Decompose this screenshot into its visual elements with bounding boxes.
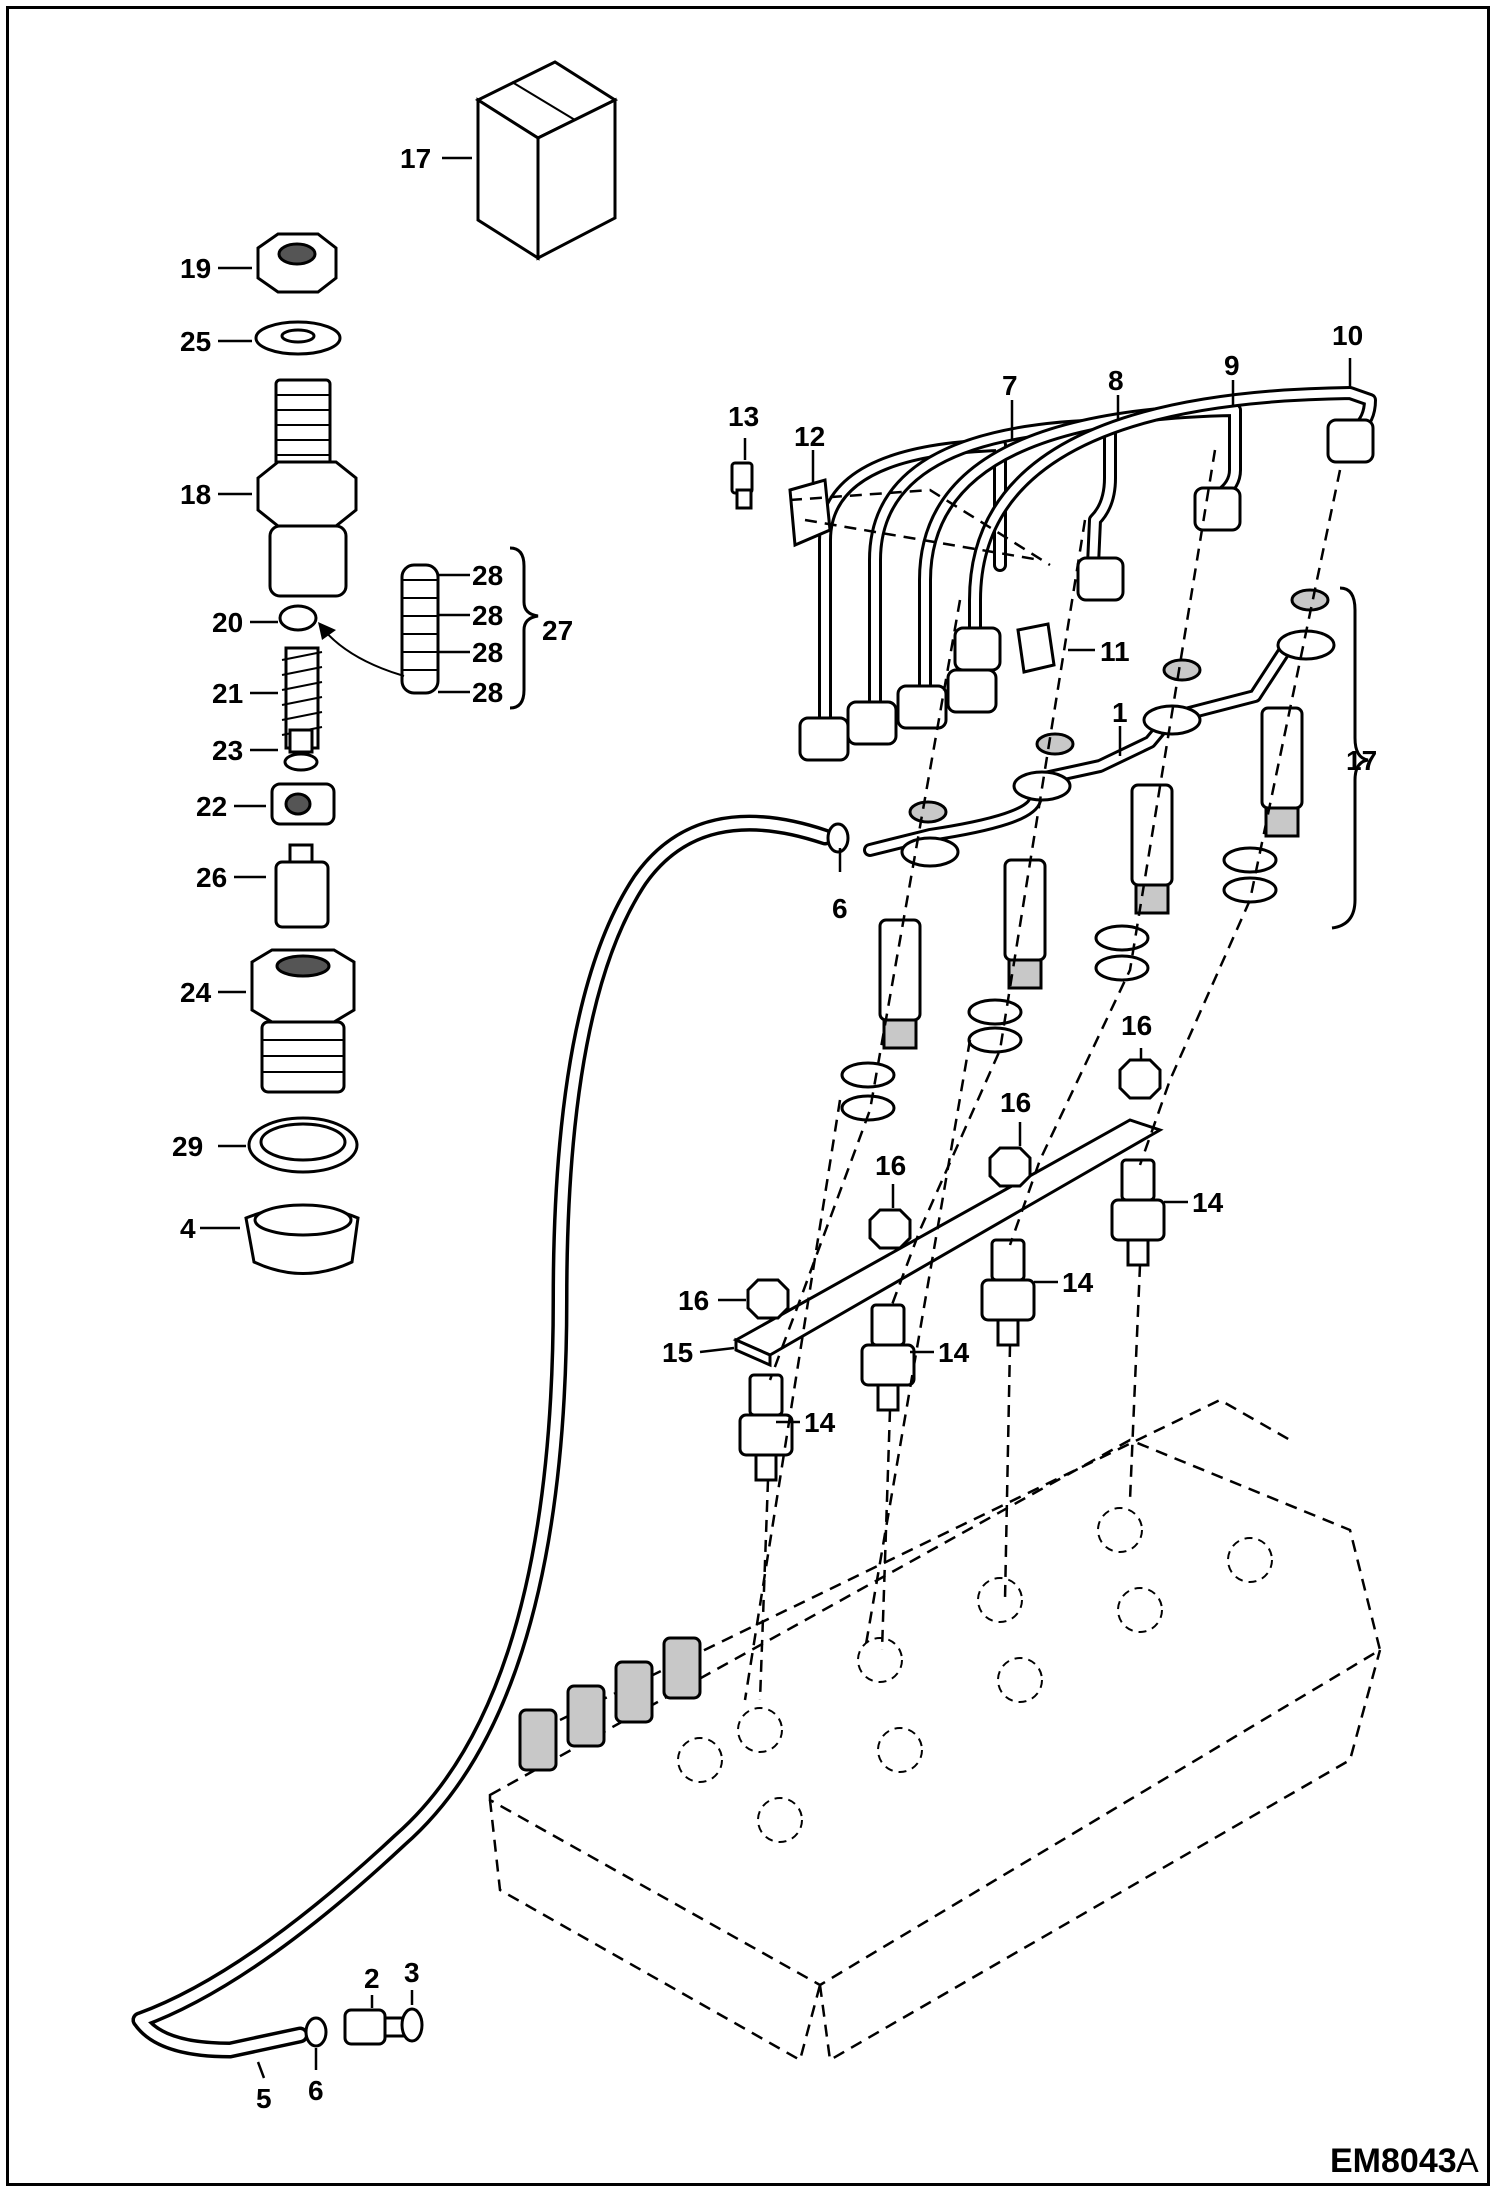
- callout-25: 25: [180, 326, 211, 357]
- callout-3: 3: [404, 1957, 420, 1988]
- callout-17-injectors: 17: [1346, 745, 1377, 776]
- assembly-lines: [743, 449, 1342, 1701]
- callout-10: 10: [1332, 320, 1363, 351]
- callout-16-c: 16: [1000, 1087, 1031, 1118]
- callout-8: 8: [1108, 365, 1124, 396]
- callout-29: 29: [172, 1131, 203, 1162]
- callout-5: 5: [256, 2083, 272, 2114]
- spacer-22: [270, 782, 336, 826]
- drawing-code-number: EM8043: [1330, 2142, 1457, 2180]
- callout-23: 23: [212, 735, 243, 766]
- nuts-16: [746, 1058, 1162, 1320]
- busbar-15: [732, 1118, 1164, 1368]
- retaining-nut-24: [250, 948, 356, 1094]
- callout-27: 27: [542, 615, 573, 646]
- callout-24: 24: [180, 977, 212, 1008]
- callout-28-a: 28: [472, 560, 503, 591]
- callout-21: 21: [212, 678, 243, 709]
- glow-plugs-14: [738, 1158, 1166, 1482]
- nozzle-holder-18: [256, 378, 358, 598]
- injector-assemblies: [840, 706, 1304, 1122]
- callout-12: 12: [794, 421, 825, 452]
- washer-25: [254, 320, 342, 356]
- callout-14-c: 14: [1062, 1267, 1094, 1298]
- bolt-13: [730, 461, 754, 510]
- callout-17-box: 17: [400, 143, 431, 174]
- callout-15: 15: [662, 1337, 693, 1368]
- kit-box: [474, 60, 619, 261]
- bracket-27: [509, 546, 539, 710]
- callout-20: 20: [212, 607, 243, 638]
- callout-7: 7: [1002, 370, 1018, 401]
- callout-16-b: 16: [875, 1150, 906, 1181]
- callout-6-lower: 6: [308, 2075, 324, 2106]
- clip-6-lower: [304, 2016, 328, 2048]
- drawing-code-revision: A: [1456, 2142, 1479, 2180]
- callout-14-b: 14: [938, 1337, 970, 1368]
- pin-23: [283, 728, 319, 772]
- callout-16-a: 16: [678, 1285, 709, 1316]
- callout-13: 13: [728, 401, 759, 432]
- callout-22: 22: [196, 791, 227, 822]
- callout-28-d: 28: [472, 677, 503, 708]
- shim-stack-28: [318, 563, 440, 695]
- callout-9: 9: [1224, 350, 1240, 381]
- callout-18: 18: [180, 479, 211, 510]
- clip-6-upper: [826, 822, 850, 854]
- heat-shield-4: [244, 1203, 360, 1275]
- callout-28-b: 28: [472, 600, 503, 631]
- callout-28-c: 28: [472, 637, 503, 668]
- callout-26: 26: [196, 862, 227, 893]
- injection-pipes: [798, 386, 1377, 762]
- callout-14-d: 14: [1192, 1187, 1224, 1218]
- cylinder-head: [488, 1398, 1382, 2063]
- drawing-code: EM8043 A: [1330, 2142, 1479, 2180]
- nozzle-26: [274, 843, 330, 929]
- nut-19: [256, 232, 338, 294]
- callout-6-upper: 6: [832, 893, 848, 924]
- washer-3: [400, 2007, 424, 2043]
- gasket-29: [247, 1116, 359, 1174]
- callout-11: 11: [1100, 636, 1130, 667]
- callout-4: 4: [180, 1213, 196, 1244]
- callout-2: 2: [364, 1963, 380, 1994]
- clamp-11: [1016, 622, 1056, 674]
- callout-16-d: 16: [1121, 1010, 1152, 1041]
- banjo-bolt-2: [343, 2008, 409, 2046]
- callout-1: 1: [1112, 697, 1128, 728]
- return-hose-5: [131, 814, 834, 2059]
- callout-labels: 17 19 25 18 20 21 23 22 26 24 29 4 28 28…: [172, 143, 1377, 2114]
- seal-20: [278, 604, 318, 632]
- callout-14-a: 14: [804, 1407, 836, 1438]
- bracket-17-right: [1331, 586, 1369, 930]
- callout-19: 19: [180, 253, 211, 284]
- leader-lines: [200, 156, 1352, 2079]
- valve-springs: [518, 1636, 702, 1772]
